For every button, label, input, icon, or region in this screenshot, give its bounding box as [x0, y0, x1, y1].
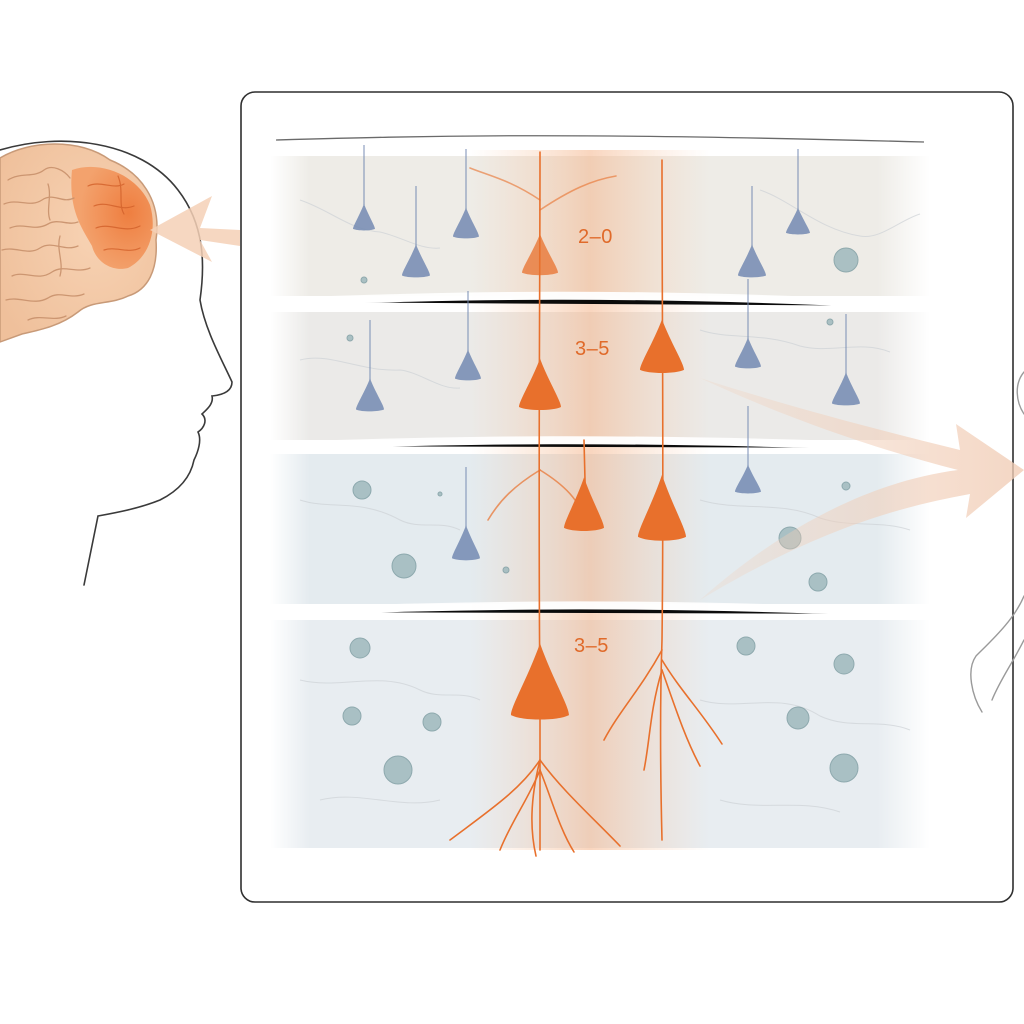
- basal-dendrite: [469, 167, 541, 201]
- basal-dendrite: [539, 175, 617, 211]
- pyramidal-neuron-inactive: [738, 244, 766, 278]
- layer-boundary: [269, 291, 931, 310]
- glial-cell: [502, 566, 510, 574]
- layer-label-1: 2–0: [578, 226, 613, 248]
- glial-cell: [349, 637, 371, 659]
- glial-cell: [437, 491, 443, 497]
- output-arrow: [700, 378, 1024, 600]
- glial-cell: [422, 712, 442, 732]
- basal-dendrite: [487, 469, 541, 521]
- layer-label-2: 3–5: [575, 338, 610, 360]
- pyramidal-neuron-active: [638, 474, 686, 541]
- human-figure: [970, 371, 1024, 713]
- pyramidal-neuron-active: [511, 643, 569, 720]
- pyramidal-neuron-inactive: [452, 525, 480, 561]
- brain-icon: [0, 143, 158, 343]
- head-silhouette: [0, 140, 233, 586]
- basal-dendrite: [643, 669, 663, 771]
- pyramidal-neuron-active: [640, 319, 684, 373]
- pyramidal-neuron-inactive: [402, 244, 430, 278]
- basal-dendrite: [661, 659, 723, 745]
- layer-boundary: [269, 436, 931, 452]
- basal-dendrite: [539, 759, 621, 847]
- glial-cell: [829, 753, 859, 783]
- pyramidal-neuron-active: [564, 477, 604, 531]
- tissue-texture: [299, 199, 441, 249]
- glial-cell: [352, 480, 372, 500]
- tissue-texture: [299, 357, 461, 389]
- pyramidal-neuron-inactive: [453, 207, 479, 239]
- pyramidal-neuron-inactive: [735, 464, 761, 494]
- basal-dendrite: [539, 769, 575, 853]
- tissue-texture: [699, 699, 911, 731]
- pyramidal-neuron-active: [519, 358, 561, 410]
- tissue-texture: [759, 189, 921, 237]
- glial-cell: [346, 334, 354, 342]
- glial-cell: [383, 755, 413, 785]
- pyramidal-neuron-inactive: [353, 203, 375, 231]
- tissue-texture: [699, 329, 891, 353]
- glial-cell: [786, 706, 810, 730]
- basal-dendrite: [603, 649, 663, 741]
- pyramidal-neuron-inactive: [786, 207, 810, 235]
- pyramidal-neuron-inactive: [356, 378, 384, 412]
- tissue-texture: [719, 799, 841, 813]
- glial-cell: [736, 636, 756, 656]
- pia-surface-line: [275, 135, 925, 143]
- glial-cell: [808, 572, 828, 592]
- basal-dendrite: [449, 759, 541, 841]
- glial-cell: [833, 653, 855, 675]
- basal-dendrite: [661, 669, 701, 767]
- basal-dendrite: [531, 759, 541, 857]
- glial-cell: [833, 247, 859, 273]
- glial-cell: [342, 706, 362, 726]
- pyramidal-neuron-inactive: [735, 337, 761, 369]
- tissue-texture: [319, 796, 441, 804]
- glial-cell: [360, 276, 368, 284]
- glial-cell: [391, 553, 417, 579]
- tissue-texture: [299, 499, 461, 531]
- pyramidal-neuron-inactive: [455, 349, 481, 381]
- layer-label-3: 3–5: [574, 635, 609, 657]
- apical-dendrite: [659, 159, 664, 841]
- glial-cell: [841, 481, 851, 491]
- glial-cell: [826, 318, 834, 326]
- arrow-to-brain: [150, 196, 240, 262]
- tissue-texture: [299, 679, 481, 701]
- pyramidal-neuron-inactive: [832, 372, 860, 406]
- layer-boundary: [269, 601, 931, 618]
- pyramidal-neuron-active: [522, 234, 558, 276]
